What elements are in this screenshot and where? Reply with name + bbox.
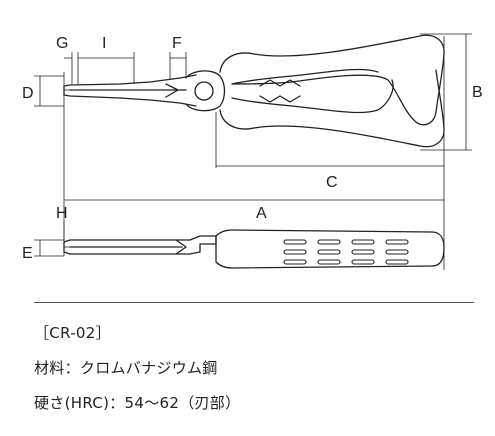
dim-label-a: A bbox=[256, 205, 267, 222]
dim-label-c: C bbox=[326, 174, 338, 191]
spec-model-number: ［CR-02］ bbox=[34, 324, 111, 342]
pivot-screw bbox=[194, 81, 214, 101]
dim-label-d: D bbox=[22, 85, 34, 102]
side-handle-grip bbox=[215, 229, 445, 269]
pliers-top-view bbox=[63, 34, 445, 148]
upper-handle-inner bbox=[231, 68, 379, 85]
side-handle-slots bbox=[283, 239, 409, 265]
pliers-side-view bbox=[63, 229, 445, 269]
side-jaw-outline bbox=[63, 235, 217, 255]
dim-label-b: B bbox=[472, 84, 483, 101]
pliers-dimension-drawing: G I F D B C H A E bbox=[22, 33, 483, 270]
spec-hardness: 硬さ(HRC)：54〜62（刃部） bbox=[34, 394, 241, 412]
dim-label-e: E bbox=[22, 245, 33, 262]
jaw-lower-outline bbox=[63, 94, 197, 107]
dim-label-f: F bbox=[172, 35, 182, 52]
side-cutter-notch bbox=[175, 239, 187, 255]
dim-label-g: G bbox=[56, 35, 68, 52]
pivot-head-outline bbox=[185, 70, 226, 112]
upper-handle-grip bbox=[219, 34, 445, 126]
return-spring bbox=[259, 79, 301, 103]
spec-material: 材料：クロムバナジウム鋼 bbox=[34, 359, 218, 377]
lower-handle-inner bbox=[231, 79, 394, 114]
dim-label-i: I bbox=[102, 35, 106, 52]
section-divider bbox=[34, 302, 474, 303]
cutter-notch bbox=[165, 83, 179, 98]
jaw-upper-outline bbox=[63, 74, 197, 87]
lower-handle-grip bbox=[219, 69, 445, 148]
dim-label-h: H bbox=[56, 205, 68, 222]
